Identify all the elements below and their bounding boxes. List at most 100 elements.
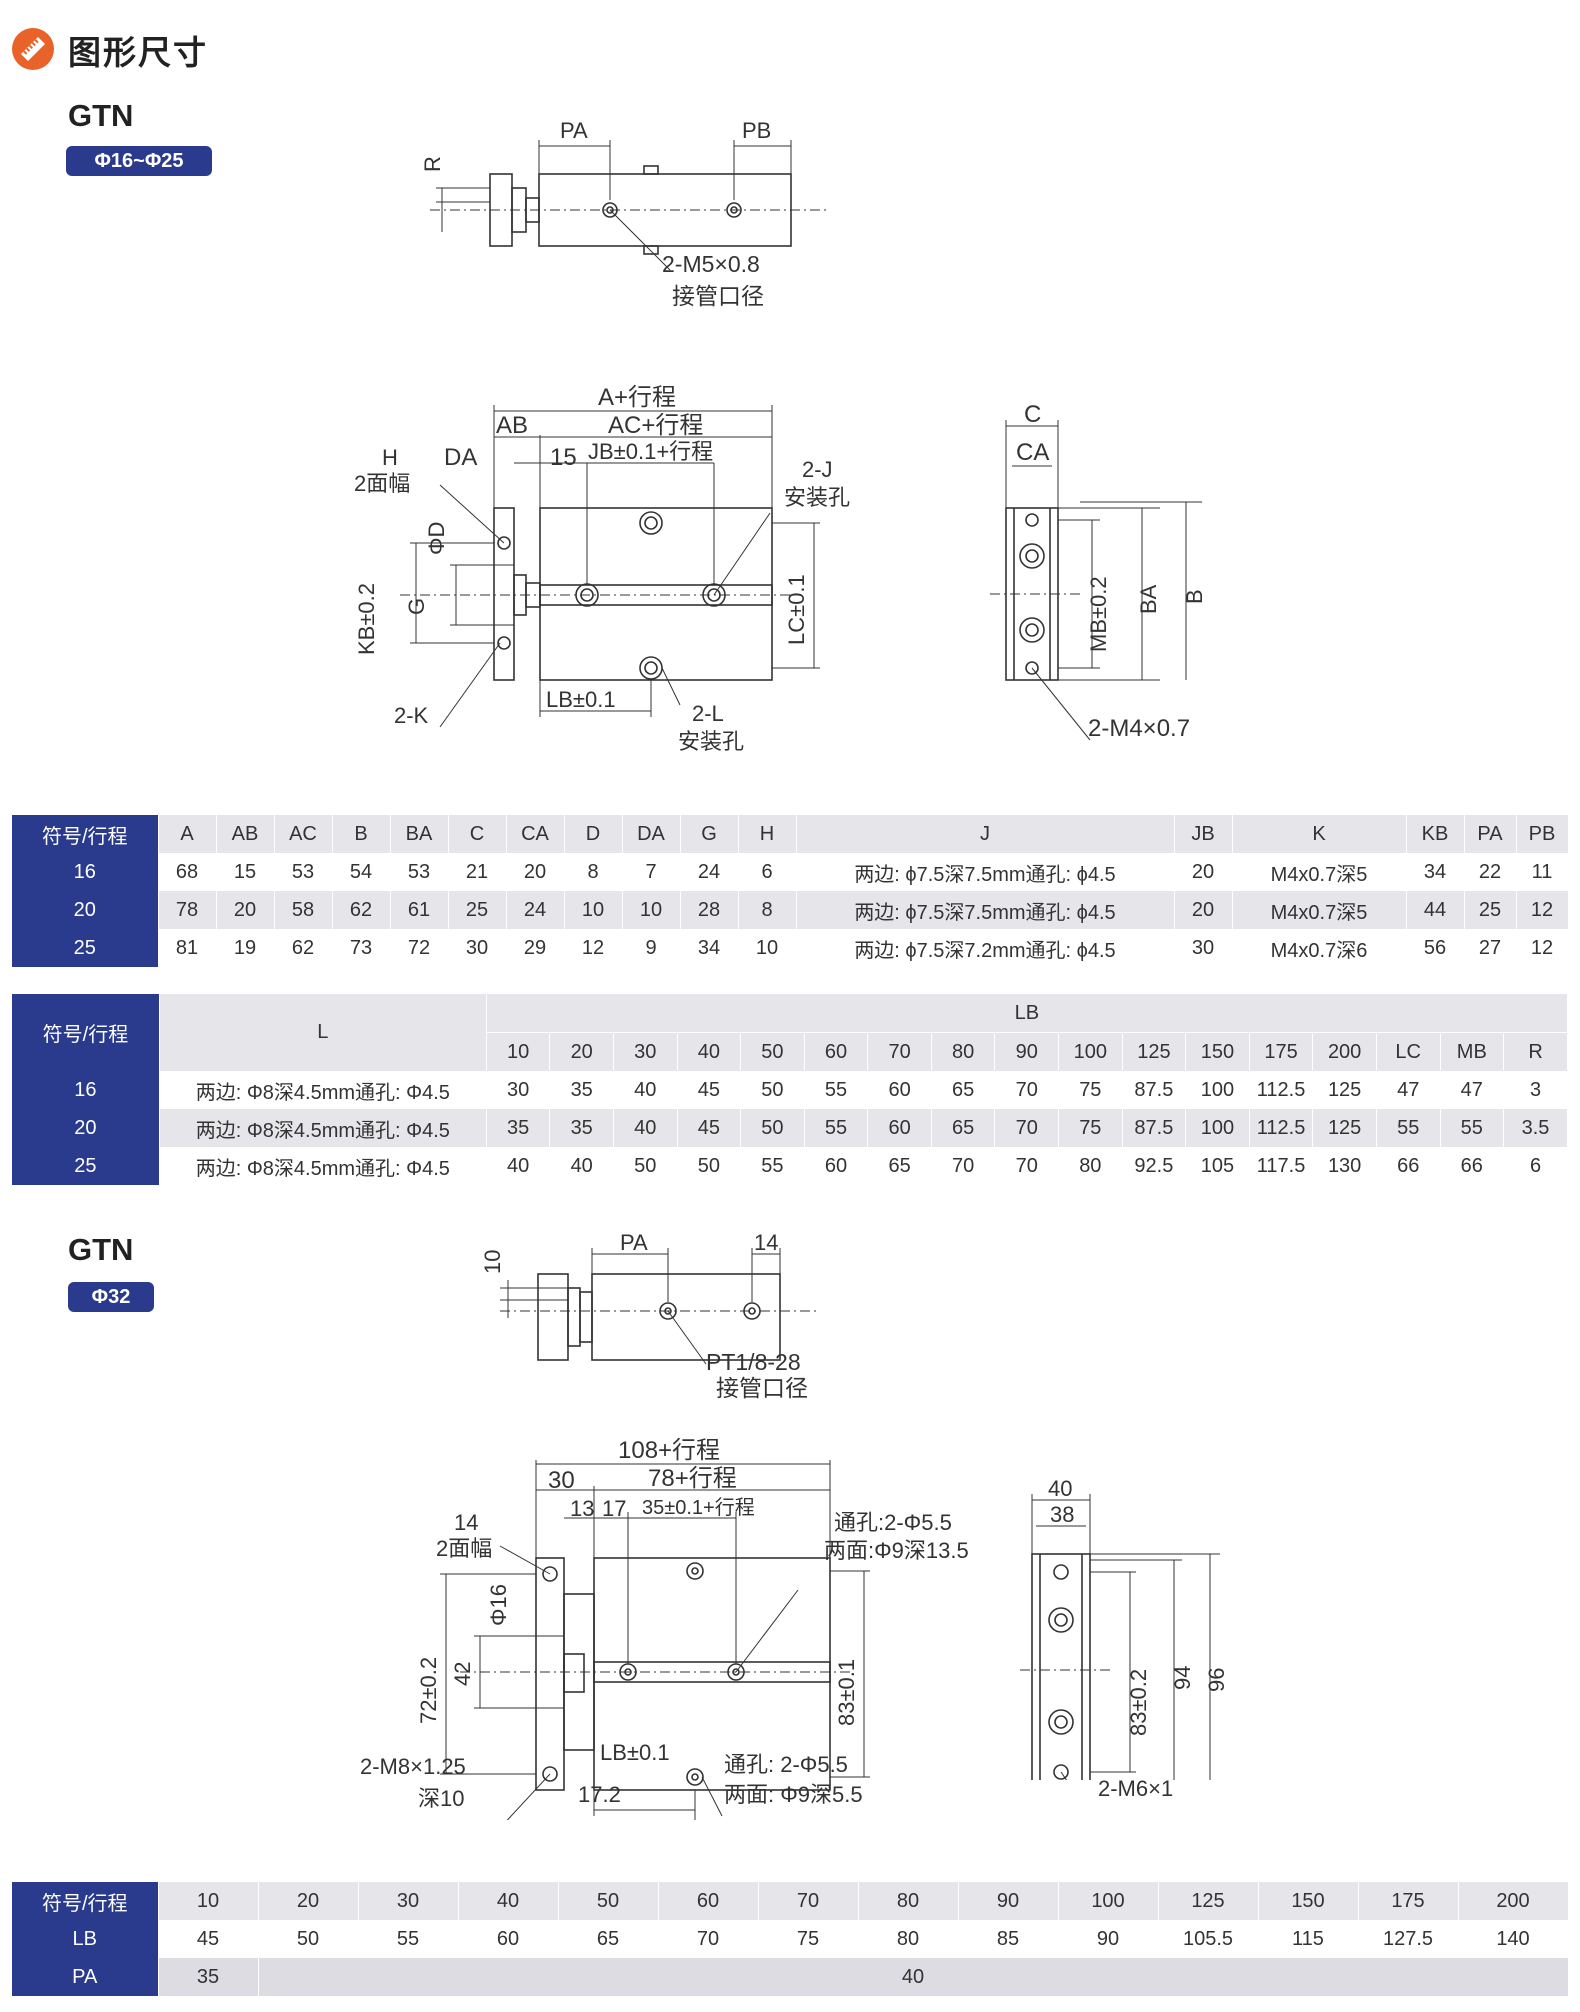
cell: 45 — [677, 1071, 742, 1109]
cell: 20 — [216, 891, 275, 929]
header-cell: 90 — [994, 1032, 1060, 1071]
cell: 75 — [1058, 1071, 1123, 1109]
header-cell: 20 — [258, 1882, 359, 1920]
header-cell: 50 — [740, 1032, 805, 1071]
cell: 75 — [1058, 1109, 1123, 1147]
cell: 6 — [1503, 1147, 1568, 1185]
row-label: 25 — [12, 1147, 160, 1185]
table-row: PA 35 40 — [12, 1958, 1569, 1996]
table-row: 25 81 19 62 73 72 30 29 12 9 34 10 两边: ϕ… — [12, 929, 1569, 967]
hole2-label: 通孔: 2-Φ5.5 — [724, 1752, 848, 1777]
table-row: LB 45 50 55 60 65 70 75 80 85 90 105.5 1… — [12, 1920, 1569, 1958]
header-cell: MB — [1440, 1032, 1505, 1071]
cell: 28 — [680, 891, 739, 929]
cell: 70 — [994, 1109, 1060, 1147]
header-cell: DA — [622, 815, 681, 853]
dim-78: 78+行程 — [648, 1465, 737, 1492]
header-cell: C — [448, 815, 507, 853]
cell: 112.5 — [1249, 1071, 1314, 1109]
dim-lc: LC±0.1 — [784, 574, 809, 645]
dim-30: 30 — [548, 1467, 575, 1494]
cell: 20 — [1174, 853, 1233, 891]
cell: 40 — [613, 1071, 678, 1109]
table-row: 20 两边: Φ8深4.5mm通孔: Φ4.5 35 35 40 45 50 5… — [12, 1109, 1568, 1147]
cell: 22 — [1464, 853, 1517, 891]
cell: 75 — [758, 1920, 859, 1958]
row-label: 16 — [12, 1071, 160, 1109]
header-cell: 200 — [1458, 1882, 1569, 1920]
dim-ba: BA — [1136, 584, 1161, 614]
table-header-row: 符号/行程 10 20 30 40 50 60 70 80 90 100 125… — [12, 1882, 1569, 1920]
dim-m6: 2-M6×1 — [1098, 1776, 1174, 1801]
header-cell: 符号/行程 — [12, 815, 159, 853]
dim-k: 2-K — [394, 703, 429, 728]
dim-l-desc: 安装孔 — [678, 729, 744, 754]
table-header-row: 符号/行程 A AB AC B BA C CA D DA G H J JB K … — [12, 815, 1569, 853]
bore-range-badge: Φ32 — [68, 1282, 154, 1312]
cell: 61 — [390, 891, 449, 929]
hole2-desc: 两面: Φ9深5.5 — [724, 1782, 863, 1807]
cell: 50 — [677, 1147, 742, 1185]
table-row: 20 78 20 58 62 61 25 24 10 10 28 8 两边: ϕ… — [12, 891, 1569, 929]
dim-pa: PA — [560, 118, 588, 143]
cell: 25 — [448, 891, 507, 929]
header-cell: 125 — [1122, 1032, 1187, 1071]
header-cell: AC — [274, 815, 333, 853]
cell: 130 — [1312, 1147, 1377, 1185]
header-cell: 符号/行程 — [12, 1882, 159, 1920]
header-cell: 70 — [867, 1032, 932, 1071]
dim-j: 2-J — [802, 457, 833, 482]
cell: 7 — [622, 853, 681, 891]
cell: 27 — [1464, 929, 1517, 967]
header-cell: 70 — [758, 1882, 859, 1920]
row-label: LB — [12, 1920, 159, 1958]
header-cell: 符号/行程 — [12, 994, 160, 1071]
cell: 45 — [158, 1920, 259, 1958]
cell: 65 — [931, 1071, 996, 1109]
row-label: 20 — [12, 891, 159, 929]
cell: 90 — [1058, 1920, 1159, 1958]
cell: 3 — [1503, 1071, 1568, 1109]
front-view-diagram-2: 108+行程 30 78+行程 13 17 35±0.1+行程 14 2面幅 通… — [360, 1437, 969, 1820]
row-label: PA — [12, 1958, 159, 1996]
cell: 65 — [558, 1920, 659, 1958]
thread-desc: 深10 — [418, 1786, 464, 1811]
dim-a: A+行程 — [598, 384, 676, 411]
cell: 55 — [804, 1109, 869, 1147]
dim-kb: KB±0.2 — [354, 583, 379, 655]
dim-lb: LB±0.1 — [600, 1740, 670, 1765]
header-cell: 175 — [1249, 1032, 1314, 1071]
header-cell: JB — [1174, 815, 1233, 853]
dim-14: 14 — [454, 1510, 478, 1535]
cell: 55 — [1440, 1109, 1505, 1147]
cell: 47 — [1440, 1071, 1505, 1109]
cell: 68 — [158, 853, 217, 891]
cell: 21 — [448, 853, 507, 891]
cell: M4x0.7深6 — [1232, 929, 1407, 967]
cell: 62 — [332, 891, 391, 929]
dim-35: 35±0.1+行程 — [642, 1496, 755, 1519]
table-subheader-row: 10 20 30 40 50 60 70 80 90 100 125 150 1… — [12, 1032, 1568, 1071]
dim-ac: AC+行程 — [608, 412, 703, 439]
cell: 11 — [1516, 853, 1569, 891]
dim-15: 15 — [550, 444, 577, 471]
port-label: 2-M5×0.8 — [662, 251, 760, 277]
dim-10: 10 — [480, 1250, 505, 1274]
cell: 54 — [332, 853, 391, 891]
header-cell: 10 — [158, 1882, 259, 1920]
cell: 47 — [1376, 1071, 1441, 1109]
cell: 两边: Φ8深4.5mm通孔: Φ4.5 — [159, 1147, 487, 1185]
cell: 40 — [486, 1147, 551, 1185]
cell: 60 — [458, 1920, 559, 1958]
row-label: 25 — [12, 929, 159, 967]
dim-da: DA — [444, 444, 477, 471]
dim-h: H — [382, 445, 398, 470]
cell: 30 — [486, 1071, 551, 1109]
header-cell: 80 — [858, 1882, 959, 1920]
dim-108: 108+行程 — [618, 1437, 720, 1464]
dim-96: 96 — [1204, 1668, 1229, 1692]
cell: 55 — [1376, 1109, 1441, 1147]
dim-72: 72±0.2 — [416, 1657, 441, 1724]
cell: 66 — [1376, 1147, 1441, 1185]
header-cell: LB — [486, 994, 1569, 1033]
